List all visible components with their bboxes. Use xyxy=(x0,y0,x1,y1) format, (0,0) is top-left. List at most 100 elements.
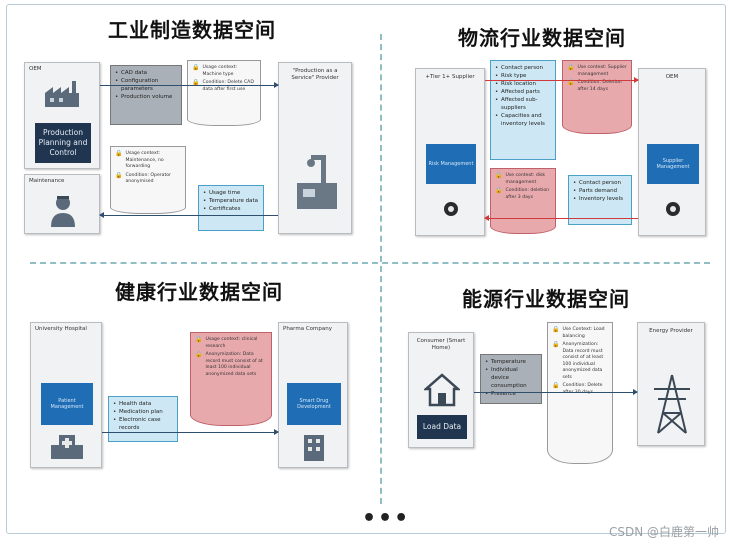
flow-arrow-to-oem xyxy=(485,77,639,83)
health-data-out: Health data Medication plan Electronic c… xyxy=(108,396,178,442)
data-item: CAD data xyxy=(115,69,177,77)
supplier-label: +Tier 1+ Supplier xyxy=(425,74,475,80)
flow-arrow-to-energy-provider xyxy=(474,389,638,395)
patient-management-tile: Patient Management xyxy=(41,383,93,425)
data-item: Parts demand xyxy=(573,187,627,195)
watermark: CSDN @白鹿第一帅 xyxy=(608,525,719,539)
title-energy: 能源行业数据空间 xyxy=(462,287,630,311)
data-item: Medication plan xyxy=(113,408,173,416)
consumer-label: Consumer (Smart Home) xyxy=(416,338,466,351)
energy-provider-box: Energy Provider xyxy=(637,322,705,446)
lock-icon: 🔒 xyxy=(192,64,200,71)
device-icon xyxy=(444,202,458,216)
policy-text: Use Context: Load balancing xyxy=(562,327,605,339)
logistics-data-back: Contact person Parts demand Inventory le… xyxy=(568,175,632,225)
lock-icon: 🔒 xyxy=(115,150,123,157)
provider-label: "Production as a Service" Provider xyxy=(291,68,339,81)
diagram-frame xyxy=(6,4,726,534)
title-manufacturing: 工业制造数据空间 xyxy=(108,18,276,42)
more-indicator: ••• xyxy=(362,506,411,531)
house-icon xyxy=(424,373,460,407)
lock-icon: 🔒 xyxy=(567,79,575,86)
power-tower-icon xyxy=(654,374,690,434)
policy-text: Condition: Operator anonymised xyxy=(125,172,171,185)
data-item: Presence xyxy=(485,390,537,398)
lock-icon: 🔒 xyxy=(192,79,200,86)
data-item: Risk location xyxy=(495,80,551,88)
policy-text: Condition: Deletion after 14 days xyxy=(577,80,622,92)
manufacturing-data-out: CAD data Configuration parameters Produc… xyxy=(110,65,182,125)
lock-icon: 🔒 xyxy=(495,187,503,194)
logistics-data-out: Contact person Risk type Risk location A… xyxy=(490,60,556,160)
supplier-box: +Tier 1+ Supplier Risk Management xyxy=(415,68,485,236)
data-item: Configuration parameters xyxy=(115,77,177,93)
lock-icon: 🔒 xyxy=(552,382,560,389)
maintenance-label: Maintenance xyxy=(29,178,65,184)
flow-arrow-to-supplier xyxy=(484,215,638,221)
flow-arrow-to-provider xyxy=(100,82,279,88)
health-policy-doc: 🔒Usage context: clinical research 🔒Anony… xyxy=(190,332,272,426)
data-item: Individual device consumption xyxy=(485,366,537,390)
data-item: Usage time xyxy=(203,189,259,197)
risk-management-tile: Risk Management xyxy=(426,144,476,184)
pharma-label: Pharma Company xyxy=(283,326,332,332)
load-data-tile: Load Data xyxy=(417,415,467,439)
manufacturing-policy-doc-2: 🔒Usage context: Maintenance, no forwardi… xyxy=(110,146,186,214)
hospital-box: University Hospital Patient Management xyxy=(30,322,102,468)
logistics-policy-doc-1: 🔒Use context: Supplier management 🔒Condi… xyxy=(562,60,632,134)
energy-data-out: Temperature Individual device consumptio… xyxy=(480,354,542,404)
policy-text: Usage context: clinical research xyxy=(205,337,258,349)
logistics-oem-box: OEM Supplier Management xyxy=(638,68,706,236)
data-item: Contact person xyxy=(495,64,551,72)
consumer-box: Consumer (Smart Home) Load Data xyxy=(408,332,474,448)
policy-text: Anonymization: Data record must consist … xyxy=(205,352,263,377)
policy-text: Use context: disk management xyxy=(505,173,546,185)
lock-icon: 🔒 xyxy=(552,341,560,348)
energy-provider-label: Energy Provider xyxy=(649,328,693,334)
manufacturing-policy-doc-1: 🔒Usage context: Machine type 🔒Condition:… xyxy=(187,60,261,126)
worker-icon xyxy=(51,196,75,227)
policy-text: Condition: Delete CAD data after first u… xyxy=(202,80,254,92)
logistics-oem-label: OEM xyxy=(665,74,679,80)
data-item: Health data xyxy=(113,400,173,408)
oem-box: OEM Production Planning and Control xyxy=(24,62,100,169)
flow-arrow-to-maintenance xyxy=(99,212,278,218)
lock-icon: 🔒 xyxy=(495,172,503,179)
title-logistics: 物流行业数据空间 xyxy=(458,26,626,50)
data-item: Risk type xyxy=(495,72,551,80)
data-item: Temperature xyxy=(485,358,537,366)
oem-label: OEM xyxy=(29,66,42,72)
pharma-building-icon xyxy=(304,435,324,461)
data-item: Affected sub-suppliers xyxy=(495,96,551,112)
manufacturing-data-back: Usage time Temperature data Certificates xyxy=(198,185,264,231)
lock-icon: 🔒 xyxy=(115,171,123,179)
data-item: Contact person xyxy=(573,179,627,187)
data-item: Temperature data xyxy=(203,197,259,205)
vertical-divider xyxy=(380,34,382,504)
data-item: Affected parts xyxy=(495,88,551,96)
horizontal-divider xyxy=(30,262,710,264)
maintenance-box: Maintenance xyxy=(24,174,100,234)
policy-text: Usage context: Machine type xyxy=(202,65,238,77)
energy-policy-doc: 🔒Use Context: Load balancing 🔒Anonymizat… xyxy=(547,322,613,464)
lock-icon: 🔒 xyxy=(552,326,560,333)
policy-text: Condition: deletion after 3 days xyxy=(505,188,550,200)
data-item: Certificates xyxy=(203,205,259,213)
data-item: Capacities and inventory levels xyxy=(495,112,551,128)
robot-arm-icon xyxy=(297,155,337,209)
device-icon xyxy=(666,202,680,216)
policy-text: Condition: Delete after 30 days xyxy=(562,383,603,395)
data-item: Inventory levels xyxy=(573,195,627,203)
flow-arrow-to-pharma xyxy=(102,429,279,435)
policy-text: Anonymization: Data record must consist … xyxy=(562,342,604,380)
hospital-icon xyxy=(51,435,83,459)
pharma-box: Pharma Company Smart Drug Development xyxy=(278,322,348,468)
lock-icon: 🔒 xyxy=(195,336,203,343)
title-health: 健康行业数据空间 xyxy=(115,280,283,304)
factory-icon xyxy=(45,81,79,107)
logistics-policy-doc-2: 🔒Use context: disk management 🔒Condition… xyxy=(490,168,556,234)
data-item: Electronic case records xyxy=(113,416,173,432)
data-item: Production volume xyxy=(115,93,177,101)
policy-text: Use context: Supplier management xyxy=(577,65,627,77)
lock-icon: 🔒 xyxy=(567,64,575,71)
